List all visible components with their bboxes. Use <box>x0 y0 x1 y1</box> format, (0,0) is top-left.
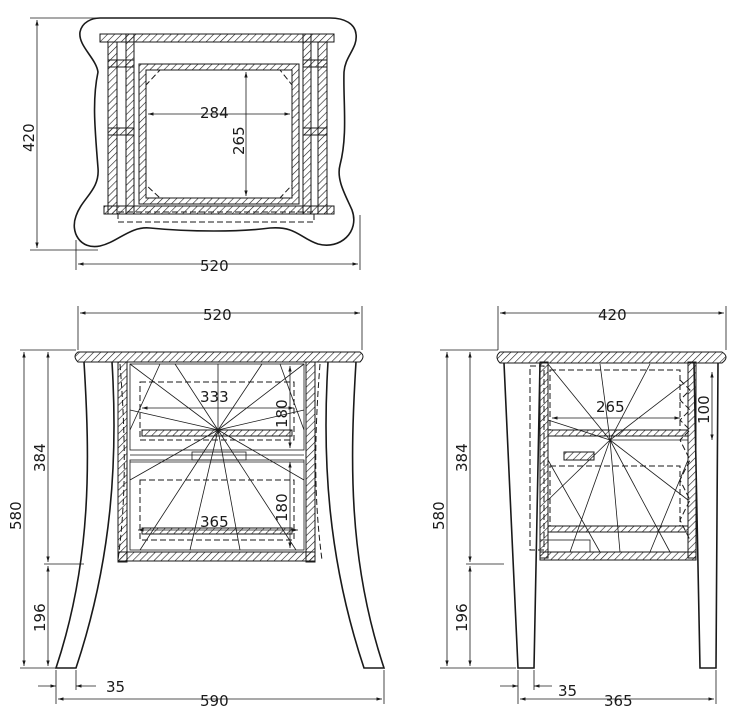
dim-365-side: 365 <box>604 692 633 710</box>
hidden-line <box>315 363 323 561</box>
top-rail-right-inner <box>302 33 312 215</box>
dim-180-upper: 180 <box>273 399 291 428</box>
front-view: 333 365 180 180 520 580 384 196 35 590 <box>7 306 386 710</box>
top-rail-left-inner <box>125 33 135 215</box>
top-view: 284 265 420 520 <box>20 17 361 275</box>
dim-284: 284 <box>200 104 229 122</box>
dim-590: 590 <box>200 692 229 710</box>
front-top-plate <box>74 351 364 363</box>
top-view-outline <box>73 17 357 248</box>
dim-384-front: 384 <box>31 443 49 472</box>
side-rail <box>563 451 595 461</box>
front-right-post <box>305 361 316 563</box>
dim-196-side: 196 <box>453 603 471 632</box>
hidden-line <box>139 479 295 541</box>
side-facet-lines <box>547 363 689 553</box>
dim-35-side: 35 <box>558 682 577 700</box>
front-bottom-rail <box>117 551 316 562</box>
side-right-leg <box>693 362 719 669</box>
side-left-leg <box>503 362 541 669</box>
dim-265: 265 <box>230 126 248 155</box>
side-back-post <box>687 361 697 559</box>
side-rail <box>539 539 591 553</box>
front-handle <box>191 451 247 461</box>
crossbar <box>302 59 328 68</box>
dim-580-side: 580 <box>430 501 448 530</box>
crossbar <box>302 127 328 136</box>
dim-333: 333 <box>200 388 229 406</box>
top-inner-octagon <box>145 69 293 199</box>
dim-384-side: 384 <box>453 443 471 472</box>
top-drawer-front <box>117 211 315 223</box>
dim-420-top: 420 <box>20 123 38 152</box>
side-view: 265 100 420 580 384 196 35 365 <box>430 306 727 710</box>
dim-365-front: 365 <box>200 513 229 531</box>
top-rail-back <box>99 33 335 43</box>
side-top-plate <box>496 351 727 364</box>
top-rail-front <box>103 205 335 215</box>
crossbar <box>107 127 135 136</box>
dim-520-front: 520 <box>203 306 232 324</box>
side-rail <box>547 429 689 437</box>
dim-580-front: 580 <box>7 501 25 530</box>
hidden-line <box>679 379 691 541</box>
dim-35-front: 35 <box>106 678 125 696</box>
front-left-leg <box>54 361 115 669</box>
side-bottom-rail <box>539 551 697 561</box>
dim-420-side: 420 <box>598 306 627 324</box>
front-upper-drawer <box>129 363 305 451</box>
crossbar <box>107 59 135 68</box>
dim-520-top: 520 <box>200 257 229 275</box>
hidden-line <box>139 381 295 441</box>
dim-196-front: 196 <box>31 603 49 632</box>
front-left-post <box>117 361 128 563</box>
dim-100-side: 100 <box>695 395 713 424</box>
hidden-line <box>549 465 681 527</box>
front-right-leg <box>325 361 386 669</box>
top-inner-box <box>145 69 293 199</box>
dim-265-side: 265 <box>596 398 625 416</box>
dim-180-lower: 180 <box>273 493 291 522</box>
